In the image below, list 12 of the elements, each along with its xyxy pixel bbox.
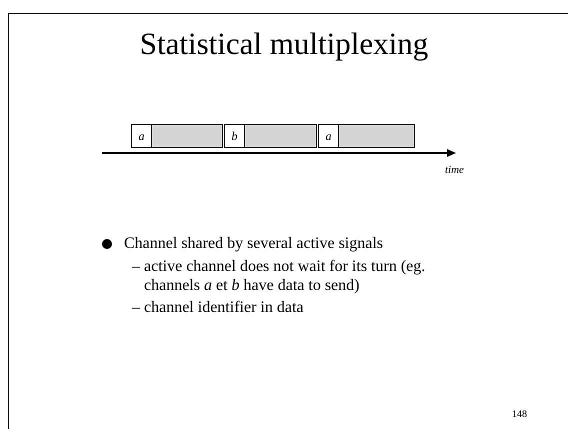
channel-id-cell: a — [318, 124, 339, 148]
channel-id-cell: b — [224, 124, 245, 148]
sub-bullet-text: – channel identifier in data — [130, 298, 304, 317]
axis-label: time — [445, 164, 464, 176]
bullet-text: Channel shared by several active signals — [124, 235, 384, 252]
page-number: 148 — [512, 409, 527, 420]
slide-title: Statistical multiplexing — [138, 26, 430, 62]
channel-id-cell: a — [131, 124, 152, 148]
data-block — [244, 124, 317, 148]
data-block — [151, 124, 223, 148]
data-block — [338, 124, 415, 148]
sub-bullet-text: – active channel does not wait for its turn (eg. channels a et b have data to send) — [130, 257, 426, 295]
